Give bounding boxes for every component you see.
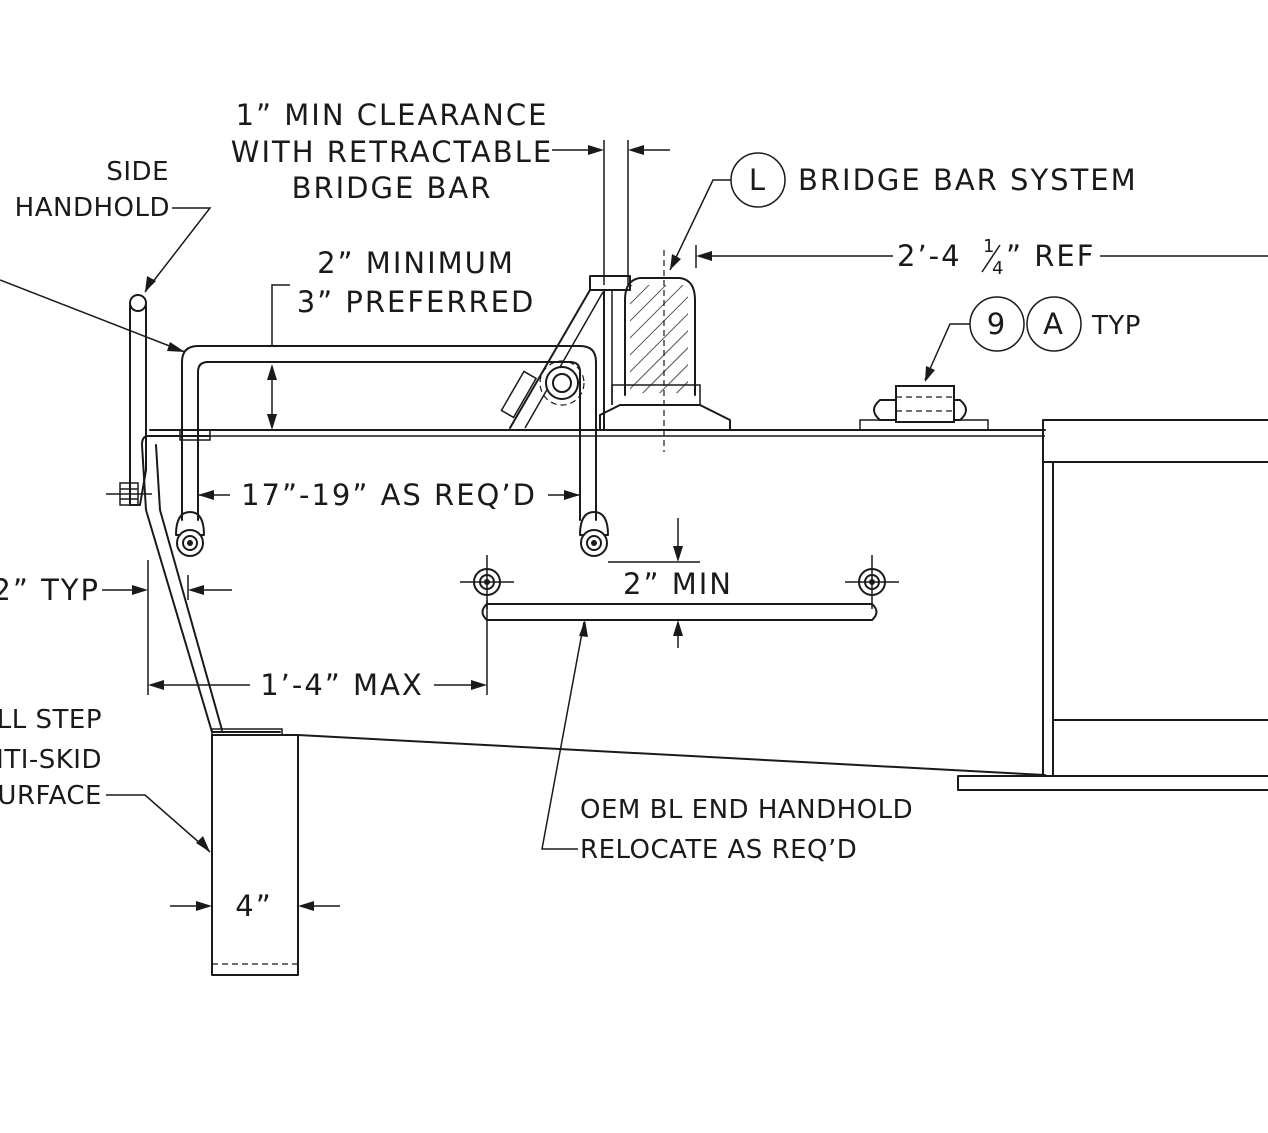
tag-a: A [1043,307,1065,341]
min-height-label-2: 3” PREFERRED [297,285,536,319]
typ-offset-label: 2” TYP [0,573,100,607]
sill-step-label-2: ANTI-SKID [0,745,102,775]
ref-dim-a: 2’-4 [897,239,962,273]
clearance-label-3: BRIDGE BAR [292,171,493,205]
bridge-bar-system-label: BRIDGE BAR SYSTEM [798,163,1138,197]
deck-fitting [859,385,989,431]
sill-step-label-1: SILL STEP [0,705,102,735]
clearance-label-2: WITH RETRACTABLE [231,135,553,169]
tag-typ: TYP [1091,311,1141,341]
sill-step [211,728,299,976]
oem-label-2: RELOCATE AS REQ’D [580,835,857,865]
oem-label-1: OEM BL END HANDHOLD [580,795,913,825]
ref-dim-b: ” REF [1006,239,1095,273]
side-handhold [106,294,152,506]
side-handhold-label-1: SIDE [106,157,169,187]
side-handhold-label-2: HANDHOLD [15,193,170,223]
sill-step-label-3: SURFACE [0,781,102,811]
ref-dim-frac-num: 1 [983,236,996,257]
oem-end-handhold [460,555,899,621]
bridge-bar-assembly [500,250,731,452]
max-reach-label: 1’-4” MAX [260,668,424,702]
step-width-label: 4” [235,889,272,923]
handhold-spacing-label: 17”-19” AS REQ’D [241,478,537,512]
labels: SIDE HANDHOLD 1” MIN CLEARANCE WITH RETR… [0,98,1141,923]
min-height-label-1: 2” MINIMUM [317,246,515,280]
clearance-label-1: 1” MIN CLEARANCE [236,98,549,132]
ref-dim-frac-den: 4 [992,258,1005,279]
dimension-lines [0,140,1268,911]
ref-dimension-label: 2’-4 1 4 ” REF [897,236,1095,279]
bridge-bar-tag: L [749,163,767,197]
tag-9: 9 [987,307,1007,341]
min-2in-label: 2” MIN [623,567,733,601]
end-handhold-upper [175,345,609,557]
